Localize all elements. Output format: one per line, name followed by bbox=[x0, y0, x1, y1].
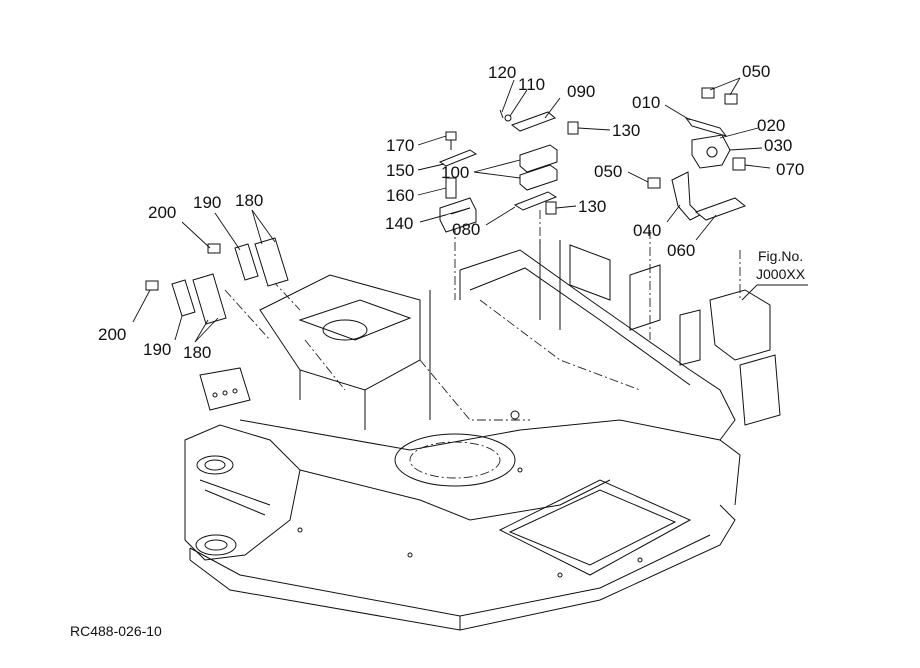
leader-lines bbox=[132, 77, 808, 343]
callout-030: 030 bbox=[764, 136, 792, 155]
drawing-code: RC488-026-10 bbox=[70, 623, 162, 639]
callout-060: 060 bbox=[667, 241, 695, 260]
callout-200-bottom: 200 bbox=[98, 325, 126, 344]
callout-100: 100 bbox=[441, 163, 469, 182]
main-frame bbox=[184, 210, 781, 631]
callout-110: 110 bbox=[518, 75, 545, 94]
callout-160: 160 bbox=[386, 186, 414, 205]
callout-180-bottom: 180 bbox=[183, 343, 211, 362]
exploded-parts bbox=[145, 87, 747, 325]
callout-150: 150 bbox=[386, 161, 414, 180]
callout-190-top: 190 bbox=[193, 193, 221, 212]
callout-020: 020 bbox=[757, 116, 785, 135]
callout-010: 010 bbox=[632, 93, 660, 112]
callout-180-top: 180 bbox=[235, 191, 263, 210]
callout-130-top: 130 bbox=[612, 121, 640, 140]
callout-040: 040 bbox=[633, 221, 661, 240]
callout-080: 080 bbox=[452, 220, 480, 239]
callout-050-mid: 050 bbox=[594, 162, 622, 181]
callout-140: 140 bbox=[385, 214, 413, 233]
figure-ref-label: Fig.No. bbox=[758, 248, 803, 264]
callout-170: 170 bbox=[386, 136, 414, 155]
callout-130-bottom: 130 bbox=[578, 197, 606, 216]
callout-190-bottom: 190 bbox=[143, 340, 171, 359]
callout-090: 090 bbox=[567, 82, 595, 101]
callout-070: 070 bbox=[776, 160, 804, 179]
callout-050-top: 050 bbox=[742, 62, 770, 81]
figure-ref-number: J000XX bbox=[756, 266, 806, 282]
callout-200-top: 200 bbox=[148, 203, 176, 222]
callout-120: 120 bbox=[488, 63, 516, 82]
